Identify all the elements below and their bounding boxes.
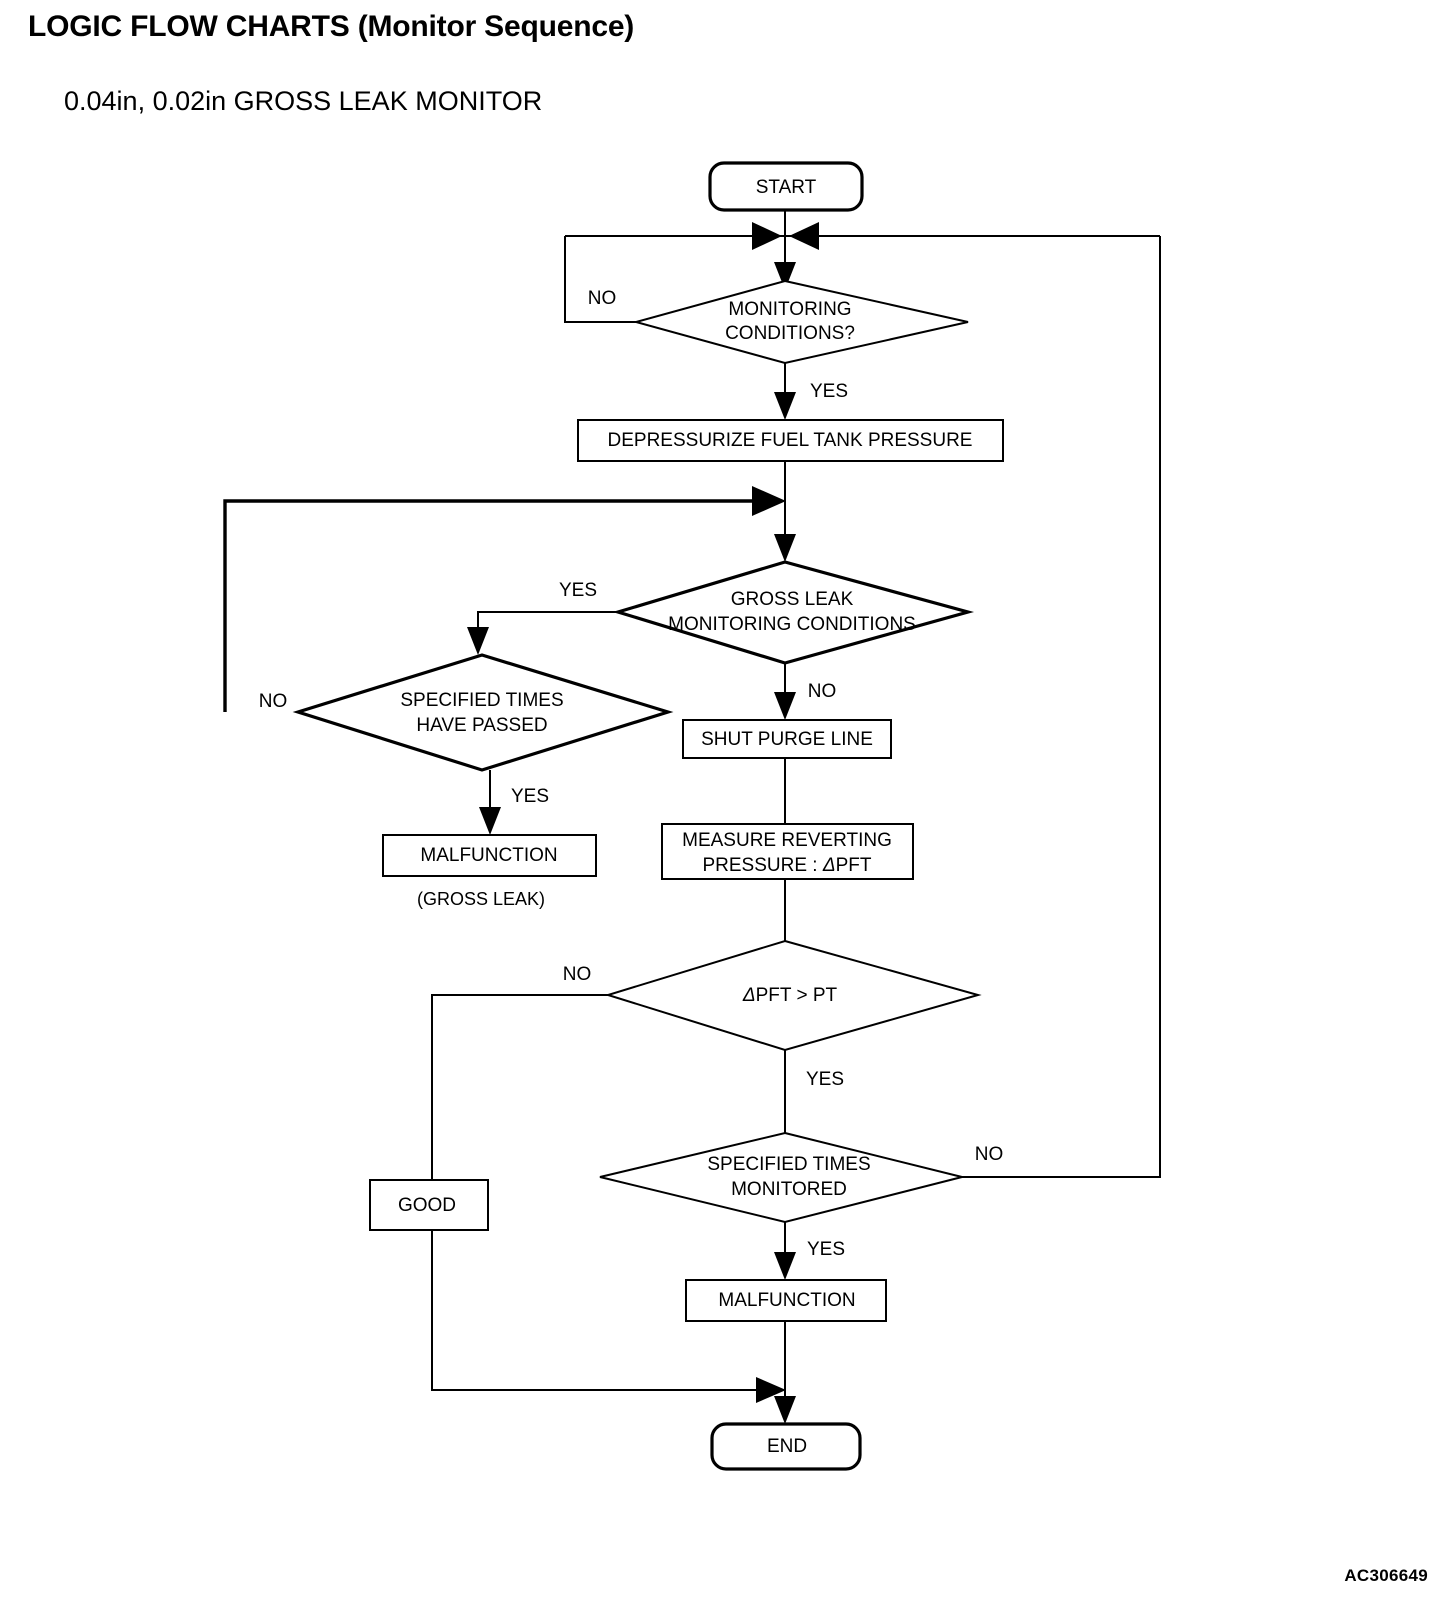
node-specified-times-have-passed[interactable] [292,653,674,772]
node-start-label: START [756,177,817,198]
edge-good-to-endspine [431,1230,756,1391]
edge-label-pft-no: NO [563,964,592,985]
node-malfunction-grossleak-note: (GROSS LEAK) [417,889,545,909]
arrowhead-to-shutpurge [774,692,796,720]
edge-label-grossleak-yes: YES [559,580,597,601]
edge-timespassed-no-loop [223,499,756,712]
arrowhead-to-end [774,1396,796,1424]
arrowhead-good-join [756,1377,786,1403]
edge-monitoring-no-loop [564,236,636,323]
node-times-passed-line1: SPECIFIED TIMES [400,690,563,711]
edge-pft-no [431,994,608,1180]
node-grossleak-conditions-line2: MONITORING CONDITIONS [668,614,916,635]
node-measure-line1: MEASURE REVERTING [682,830,892,851]
node-pft-greater-pt-label: ΔPFT > PT [742,985,838,1006]
edge-timesmonitored-no-loop [962,236,1161,1178]
delta-symbol-icon: Δ [822,855,836,876]
edge-label-monitoring-yes: YES [810,381,848,402]
node-pft-greater-pt-text: PFT > PT [756,985,838,1006]
figure-id: AC306649 [1344,1566,1428,1585]
arrowhead-timespassed-no-loop [752,486,786,516]
node-pft-greater-pt[interactable] [604,939,982,1052]
node-measure-reverting-pressure[interactable] [661,823,914,880]
node-end-label: END [767,1436,807,1457]
node-grossleak-conditions-line1: GROSS LEAK [731,589,854,610]
edge-label-times-passed-yes: YES [511,786,549,807]
node-monitoring-conditions-line2: CONDITIONS? [725,323,855,344]
edge-label-monitoring-no: NO [588,288,617,309]
page-subtitle: 0.04in, 0.02in GROSS LEAK MONITOR [64,86,543,116]
node-end[interactable] [710,1422,862,1471]
arrowhead-to-timespassed [467,627,489,655]
edge-label-times-monitored-no: NO [975,1144,1004,1165]
node-measure-line2-suffix: PFT [836,855,872,876]
node-malfunction-bottom-label: MALFUNCTION [718,1290,855,1311]
node-grossleak-conditions[interactable] [612,560,975,665]
node-malfunction-grossleak-label: MALFUNCTION [420,845,557,866]
arrowhead-to-grossleak [774,534,796,562]
node-good[interactable] [369,1179,489,1231]
node-measure-line2-prefix: PRESSURE : [702,855,822,876]
node-depressurize-label: DEPRESSURIZE FUEL TANK PRESSURE [608,430,973,451]
page-title: LOGIC FLOW CHARTS (Monitor Sequence) [28,10,635,43]
delta-symbol-icon-2: Δ [742,985,756,1006]
arrowhead-left-loop-join [752,222,782,250]
node-times-passed-line2: HAVE PASSED [416,715,547,736]
node-times-monitored-line2: MONITORED [731,1179,847,1200]
node-monitoring-conditions-line1: MONITORING [728,299,851,320]
node-shut-purge-line[interactable] [682,719,892,759]
node-good-label: GOOD [398,1195,456,1216]
edge-grossleak-yes [477,611,618,638]
node-specified-times-monitored[interactable] [599,1131,963,1224]
arrowhead-to-malfunction-grossleak [479,807,501,835]
node-shut-purge-line-label: SHUT PURGE LINE [701,729,873,750]
node-start[interactable] [708,161,864,212]
node-malfunction-bottom[interactable] [685,1279,887,1322]
node-measure-line2: PRESSURE : ΔPFT [702,855,871,876]
arrowhead-to-malfunction-bottom [774,1252,796,1280]
arrowhead-right-loop-join [789,222,819,250]
node-malfunction-grossleak[interactable] [382,834,597,877]
arrowhead-to-depressurize [774,392,796,420]
node-depressurize[interactable] [577,419,1004,462]
edge-label-times-passed-no: NO [259,691,288,712]
node-monitoring-conditions[interactable] [632,279,969,365]
edge-label-times-monitored-yes: YES [807,1239,845,1260]
edge-label-pft-yes: YES [806,1069,844,1090]
edge-label-grossleak-no: NO [808,681,837,702]
arrowhead-to-monitoring [774,262,796,290]
node-times-monitored-line1: SPECIFIED TIMES [707,1154,870,1175]
